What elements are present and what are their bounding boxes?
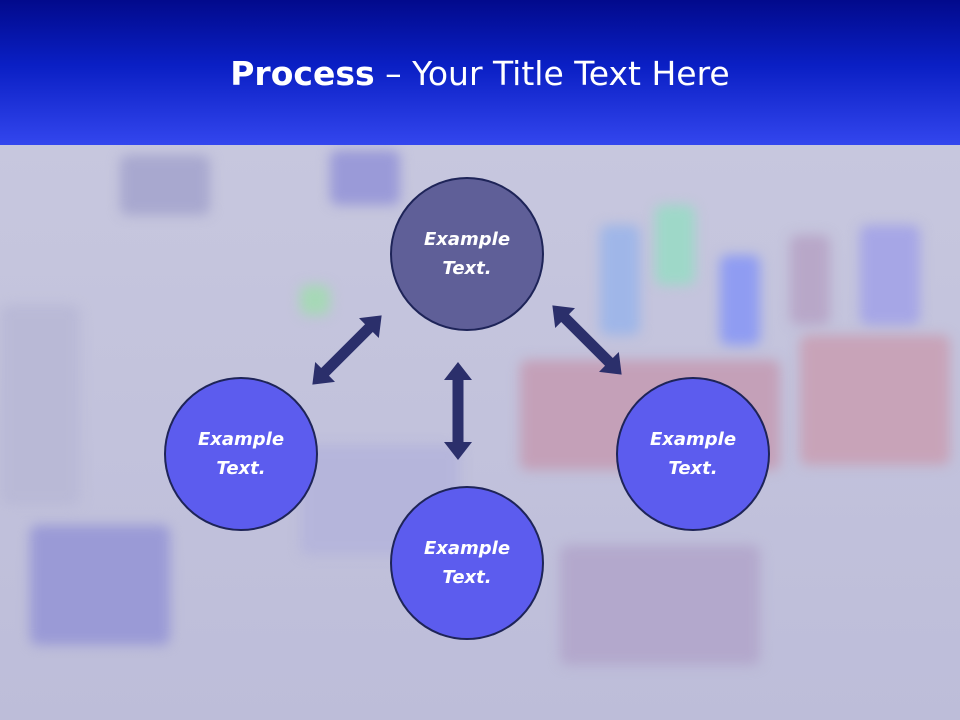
bg-shape <box>790 235 830 325</box>
bg-shape <box>0 305 80 505</box>
double-arrow-top-bottom <box>444 362 472 460</box>
node-label-line: Example <box>197 429 285 450</box>
double-arrow-top-left <box>312 315 382 385</box>
bg-shape <box>720 255 760 345</box>
node-label-line: Example <box>649 429 737 450</box>
double-arrow-top-right <box>552 305 622 375</box>
bg-shape <box>655 205 695 285</box>
title-banner: Process – Your Title Text Here <box>0 0 960 145</box>
node-label-line: Text. <box>668 458 718 479</box>
bg-shape <box>860 225 920 325</box>
node-label-line: Text. <box>216 458 266 479</box>
bg-shape <box>330 150 400 205</box>
bg-shape <box>600 225 640 335</box>
node-label-line: Text. <box>442 258 492 279</box>
node-label-line: Text. <box>442 567 492 588</box>
node-label-line: Example <box>423 229 511 250</box>
bg-shape <box>30 525 170 645</box>
bg-shape <box>300 285 330 315</box>
bg-shape <box>120 155 210 215</box>
node-label-line: Example <box>423 538 511 559</box>
slide-title-bold: Process <box>230 54 375 93</box>
slide-title-rest: – Your Title Text Here <box>374 54 730 93</box>
slide-title: Process – Your Title Text Here <box>0 52 960 96</box>
bg-shape <box>560 545 760 665</box>
bg-shape <box>800 335 950 465</box>
